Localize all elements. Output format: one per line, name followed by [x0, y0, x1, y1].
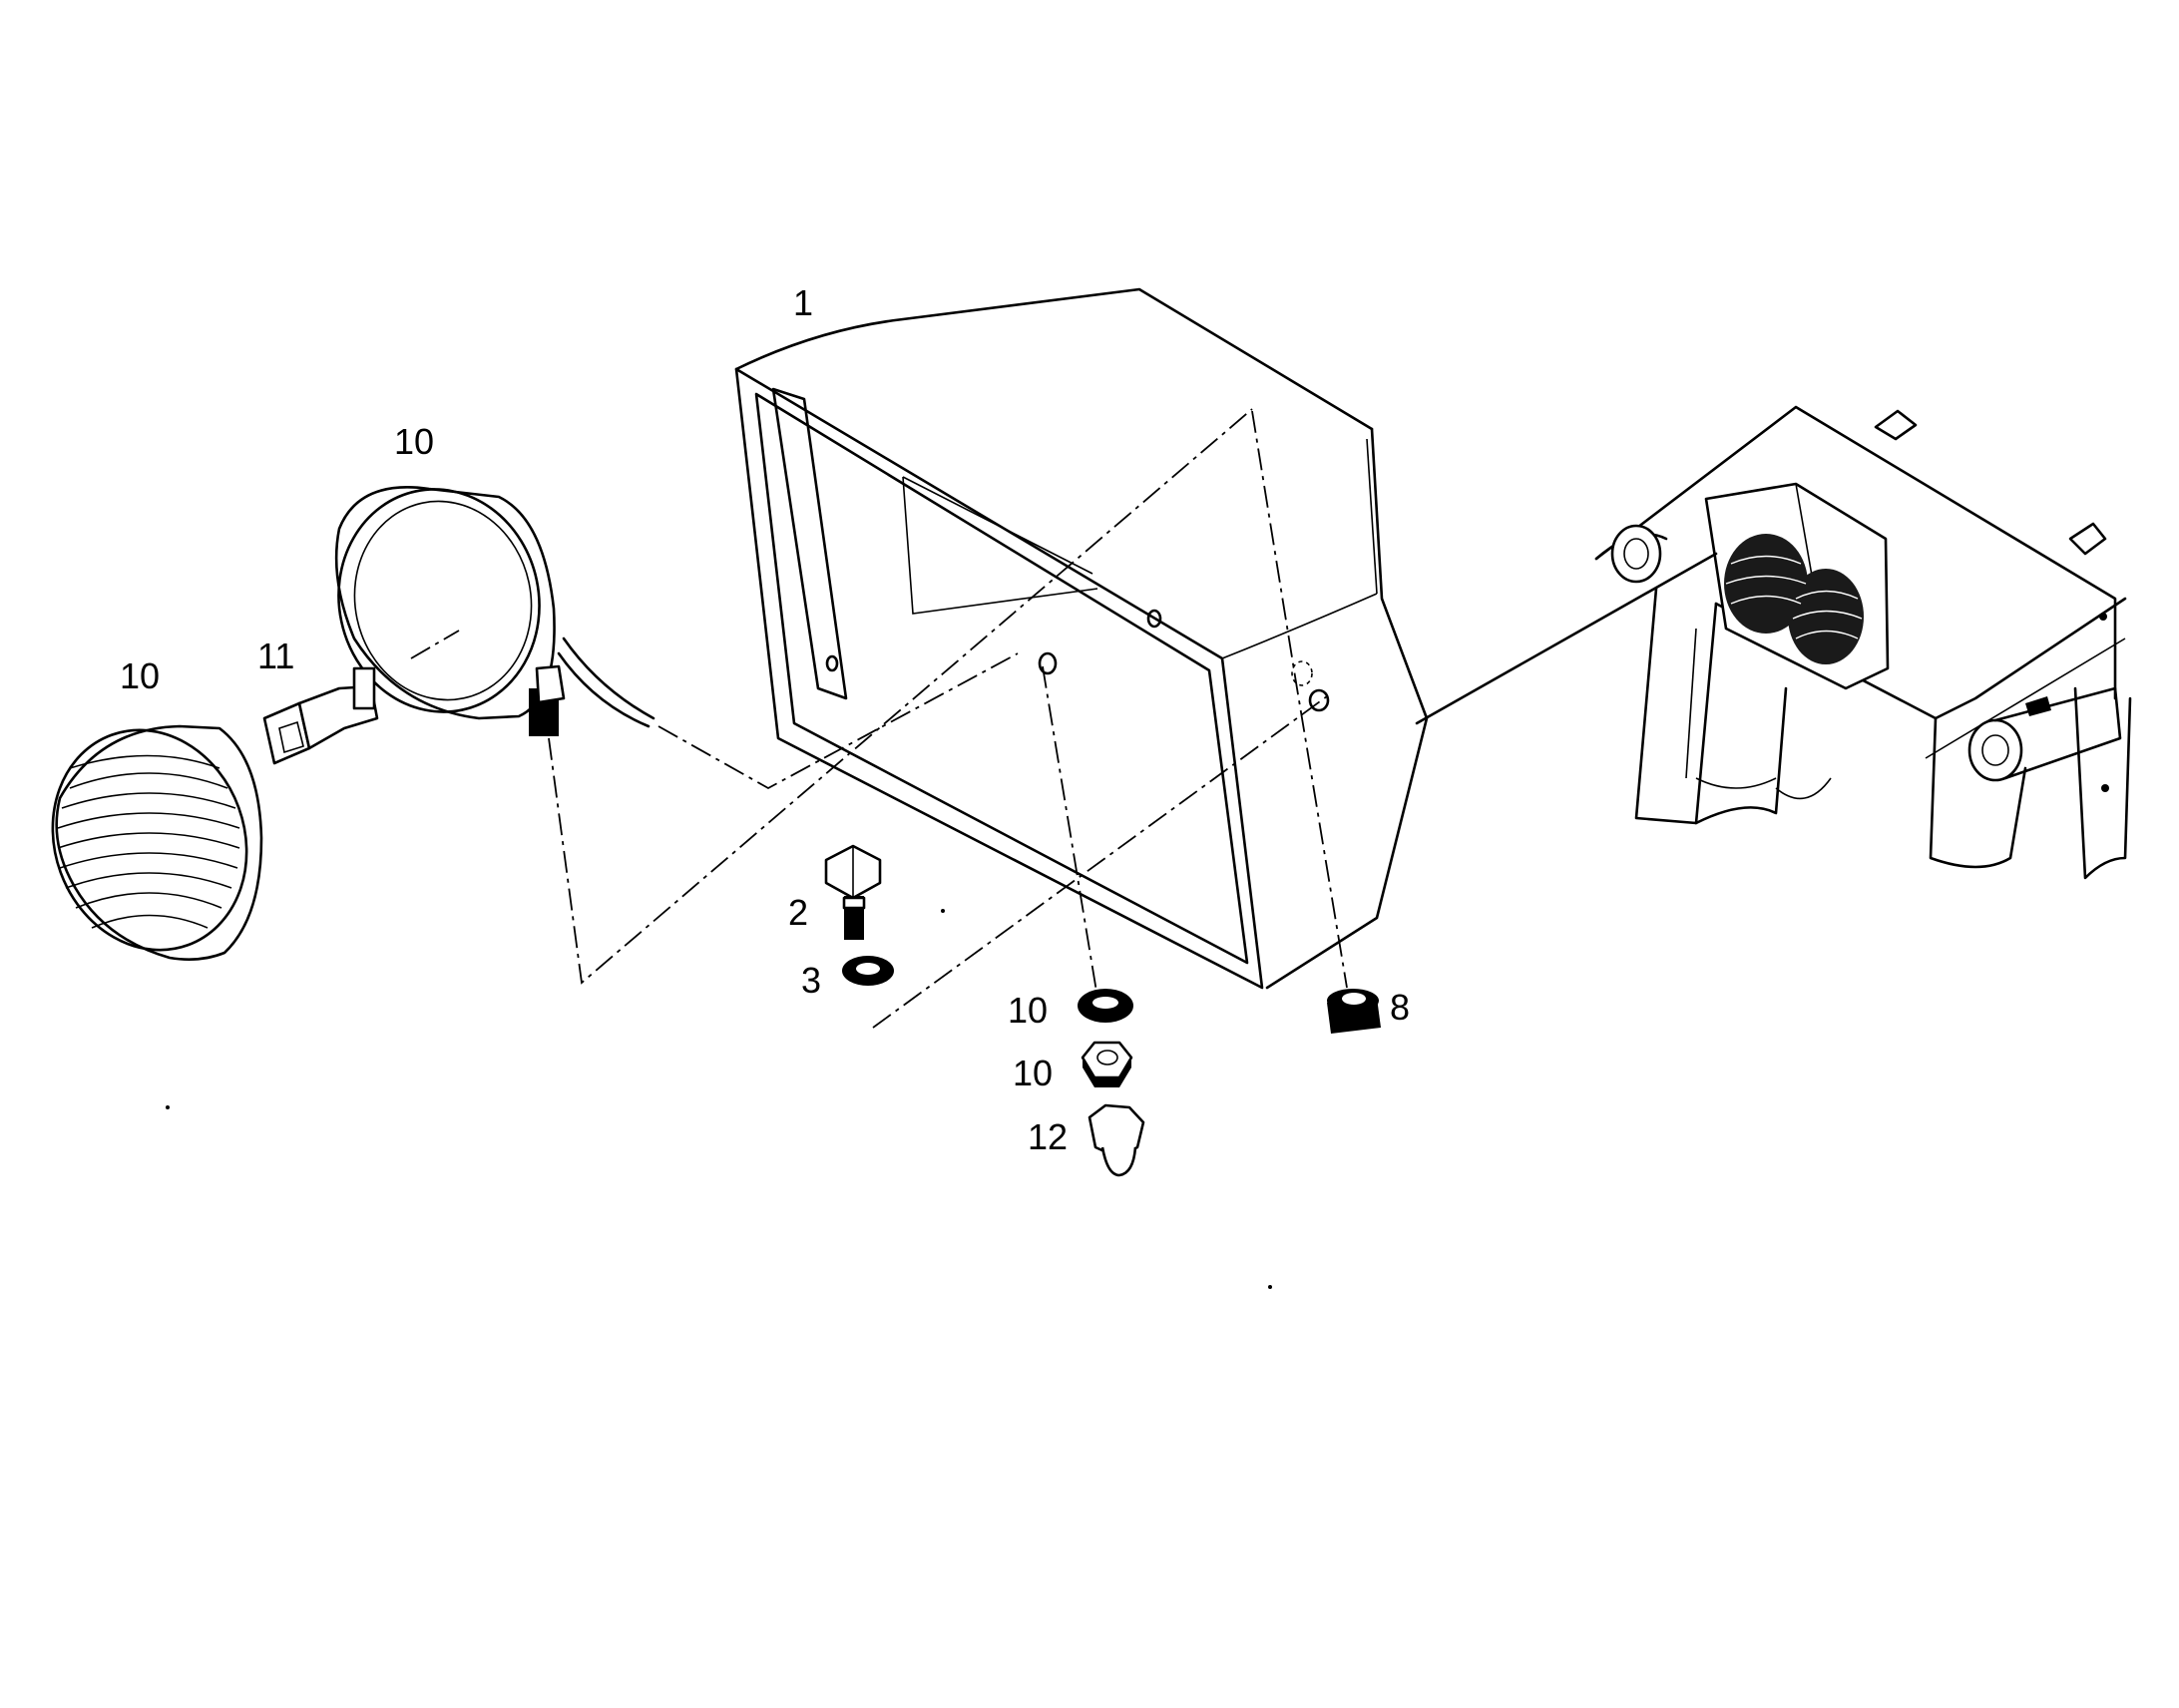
bolt [824, 844, 882, 940]
callout-rubber-grommet: 8 [1390, 987, 1410, 1028]
pod-lens-ribs [1725, 555, 1863, 640]
scan-dot [1268, 1285, 1272, 1289]
hex-nut [1081, 1041, 1133, 1087]
rubber-grommet [1327, 989, 1381, 1034]
location-leader-line [1415, 552, 1718, 725]
headlamp-housing [734, 287, 1429, 990]
callout-headlamp-lens: 10 [120, 655, 160, 696]
lens-ribs [57, 754, 240, 929]
callout-bulb: 11 [257, 636, 294, 676]
bulb [262, 666, 379, 765]
callout-headlamp-shell: 10 [394, 421, 434, 462]
callout-washer: 3 [801, 960, 821, 1001]
callout-housing: 1 [793, 282, 813, 323]
callout-hex-nut: 10 [1013, 1053, 1053, 1093]
callout-flat-washer: 10 [1008, 990, 1048, 1031]
assembly-guide-lines [410, 408, 1348, 1029]
scan-dot [166, 1105, 170, 1109]
headlamp-lens [51, 724, 263, 961]
callout-cap-nut: 12 [1028, 1116, 1068, 1157]
flat-washer [1078, 989, 1133, 1023]
tractor-front-body [1594, 405, 2132, 880]
callout-bolt: 2 [788, 892, 808, 933]
scan-dot [941, 909, 945, 913]
cap-nut [1088, 1103, 1145, 1177]
headlamp-shell [334, 486, 655, 736]
lock-washer [842, 956, 894, 986]
